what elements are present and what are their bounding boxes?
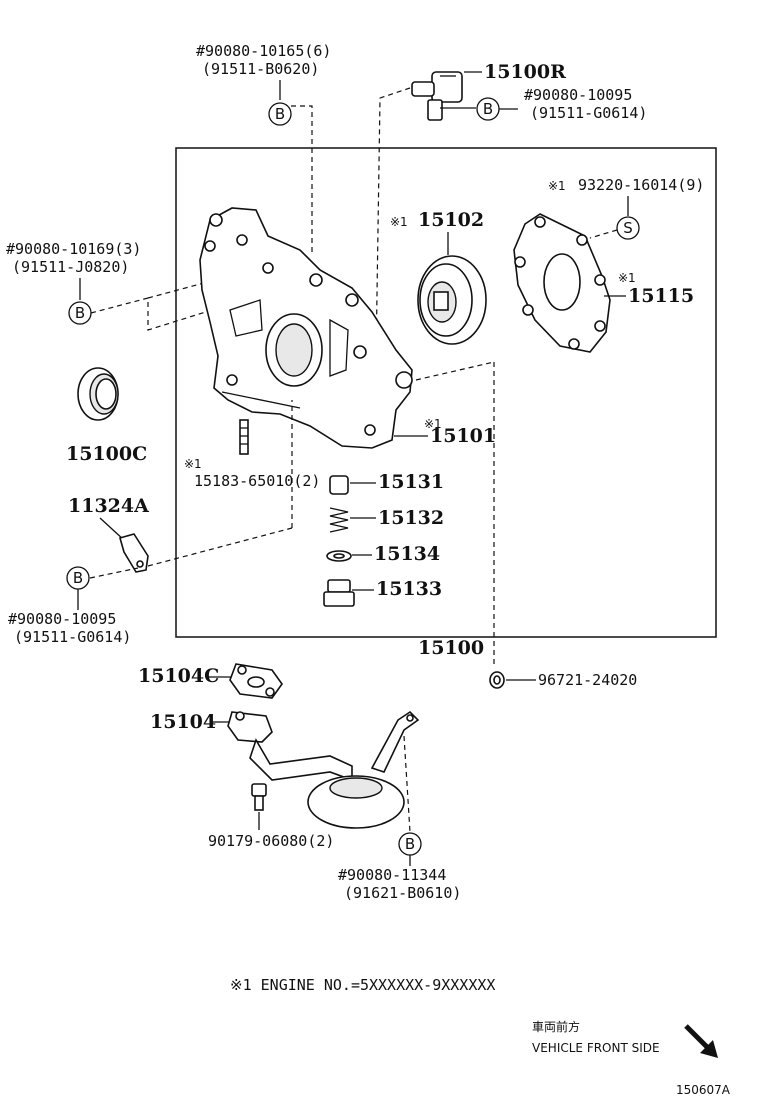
stud-part-label: 15183-65010(2) (194, 472, 320, 490)
gasket-part (229, 663, 283, 699)
seal-part-label: 15100C (66, 443, 147, 465)
valve-part-label: 15131 (378, 471, 444, 493)
direction-jp-label: 車両前方 (532, 1019, 580, 1034)
svg-text:B: B (483, 100, 493, 118)
left-bolt-label: #90080-10169(3) (6, 240, 141, 258)
svg-text:B: B (75, 304, 85, 322)
relief-valve-part (329, 475, 349, 495)
bracket-bolt-label: #90080-10095 (8, 610, 116, 628)
assembly-frame (175, 147, 717, 638)
bracket-part (119, 533, 149, 573)
sensor-bolt-alt-label: (91511-G0614) (530, 104, 647, 122)
stud-mark: ※1 (184, 457, 202, 471)
strainer-bolt-label: #90080-11344 (338, 866, 446, 884)
direction-en-label: VEHICLE FRONT SIDE (532, 1041, 660, 1055)
s-bolt-label: 93220-16014(9) (578, 176, 704, 194)
rotor-mark: ※1 (390, 215, 408, 229)
circle-s (616, 216, 640, 240)
spring-part-label: 15132 (378, 507, 444, 529)
s-bolt-mark: ※1 (548, 179, 566, 193)
svg-text:B: B (73, 569, 83, 587)
top-bolt-alt-label: (91511-B0620) (202, 60, 319, 78)
top-bolt-label: #90080-10165(6) (196, 42, 331, 60)
sensor-bolt-label: #90080-10095 (524, 86, 632, 104)
left-bolt-alt-label: (91511-J0820) (12, 258, 129, 276)
oil-strainer-part (227, 710, 420, 829)
o-ring-part (489, 671, 505, 689)
circle-b-top (268, 102, 292, 126)
figure-id: 150607A (676, 1083, 731, 1097)
washer-part (326, 550, 352, 562)
body-part-label: 15101 (430, 425, 496, 447)
washer-part-label: 15134 (374, 543, 440, 565)
o-ring-part-label: 96721-24020 (538, 671, 637, 689)
stud-bolt-part (239, 419, 249, 455)
cover-mark: ※1 (618, 271, 636, 285)
engine-footnote: ※1 ENGINE NO.=5XXXXXX-9XXXXXX (230, 976, 495, 994)
pump-cover-plate-part (513, 213, 611, 353)
strainer-bolt-alt-label: (91621-B0610) (344, 884, 461, 902)
relief-spring-part (329, 507, 349, 533)
plug-part (323, 579, 355, 607)
rotor-part-label: 15102 (418, 209, 484, 231)
oil-pump-body-part (199, 207, 413, 449)
svg-text:B: B (275, 105, 285, 123)
gasket-part-label: 15104C (138, 665, 219, 687)
strainer-part-label: 15104 (150, 711, 216, 733)
nut-part (251, 783, 267, 811)
svg-text:S: S (623, 219, 633, 237)
svg-text:B: B (405, 835, 415, 853)
body-mark: ※1 (424, 417, 442, 431)
crank-sensor-part (411, 71, 463, 121)
plug-part-label: 15133 (376, 578, 442, 600)
arrow-down-right-icon (684, 1024, 718, 1058)
cover-part-label: 15115 (628, 285, 694, 307)
assembly-part-label: 15100 (418, 637, 484, 659)
sensor-part-label: 15100R (484, 61, 566, 83)
bracket-part-label: 11324A (68, 495, 149, 517)
bracket-bolt-alt-label: (91511-G0614) (14, 628, 131, 646)
oil-seal-part (77, 367, 119, 421)
oil-pump-rotor-part (417, 255, 487, 345)
nut-part-label: 90179-06080(2) (208, 832, 334, 850)
